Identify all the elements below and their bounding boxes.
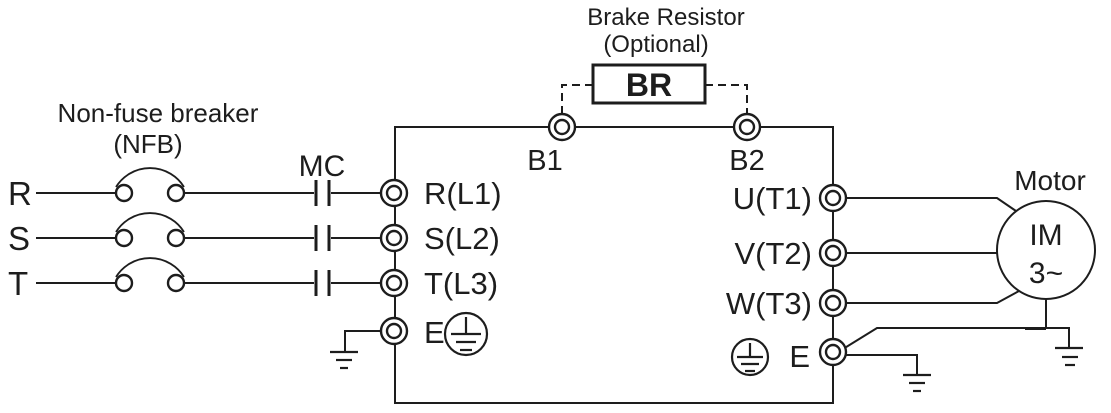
- mc-contact-icon: [314, 180, 331, 206]
- motor-phase-label: 3~: [1029, 257, 1063, 290]
- terminal-inner: [385, 322, 403, 340]
- terminal-label-r-l1: R(L1): [424, 176, 502, 211]
- earth-ground-icon: [903, 373, 931, 393]
- terminal-inner: [738, 118, 756, 136]
- motor-wires: [846, 197, 1020, 304]
- breaker-contact-icon: [114, 167, 186, 203]
- brake-resistor-section: Brake Resistor (Optional) BR: [561, 4, 748, 113]
- output-earth-wiring: [842, 299, 1083, 393]
- breaker-arc: [115, 167, 185, 188]
- terminal-inner: [824, 343, 842, 361]
- breaker-pole: [166, 273, 186, 293]
- terminal-label-s-l2: S(L2): [424, 221, 500, 256]
- mc-contact-icon: [314, 225, 331, 251]
- brake-resistor-subtitle: (Optional): [603, 31, 708, 58]
- wire-u: [846, 197, 1017, 212]
- breaker-contact-icon: [114, 212, 186, 248]
- motor-title: Motor: [1014, 165, 1086, 196]
- brake-resistor-title: Brake Resistor: [587, 4, 744, 31]
- breaker-pole: [114, 273, 134, 293]
- terminal-label-v-t2: V(T2): [735, 236, 813, 271]
- phase-label-t: T: [8, 265, 28, 302]
- phase-line-r: [36, 167, 381, 206]
- terminal-icon: [547, 112, 577, 142]
- input-terminals: [379, 178, 409, 346]
- terminal-icon: [818, 288, 848, 318]
- protective-earth-icon: [730, 337, 770, 377]
- terminal-inner: [385, 229, 403, 247]
- ground-wire-motor: [842, 327, 1070, 350]
- brake-resistor-box-label: BR: [626, 67, 672, 103]
- terminal-inner: [385, 274, 403, 292]
- terminal-icon: [379, 178, 409, 208]
- terminal-label-b2: B2: [729, 145, 764, 177]
- dashed-wire-left: [561, 84, 593, 113]
- ground-wire: [344, 330, 381, 352]
- motor-type-label: IM: [1029, 219, 1062, 252]
- ground-wire-drive: [846, 354, 918, 375]
- protective-earth-icon: [443, 311, 489, 357]
- phase-line-t: [36, 257, 381, 296]
- breaker-pole: [166, 228, 186, 248]
- mc-contact-icon: [314, 270, 331, 296]
- terminal-label-e-input: E: [424, 315, 445, 350]
- breaker-pole: [114, 228, 134, 248]
- terminal-inner: [385, 184, 403, 202]
- dashed-wire-right: [705, 84, 748, 113]
- phase-line-s: [36, 212, 381, 251]
- phase-label-r: R: [8, 175, 32, 212]
- terminal-icon: [818, 238, 848, 268]
- terminal-inner: [553, 118, 571, 136]
- breaker-arc: [115, 212, 185, 233]
- phase-label-s: S: [8, 220, 30, 257]
- earth-ground-icon: [330, 330, 381, 370]
- terminal-label-t-l3: T(L3): [424, 266, 498, 301]
- wire-w: [846, 290, 1020, 304]
- breaker-pole: [114, 183, 134, 203]
- output-terminals: [818, 183, 848, 367]
- terminal-icon: [732, 112, 762, 142]
- terminal-label-w-t3: W(T3): [726, 286, 812, 321]
- terminal-icon: [818, 183, 848, 213]
- nfb-label-line1: Non-fuse breaker: [58, 98, 259, 128]
- earth-ground-icon: [1055, 346, 1083, 367]
- terminal-inner: [824, 244, 842, 262]
- breaker-contact-icon: [114, 257, 186, 293]
- terminal-label-u-t1: U(T1): [733, 181, 812, 216]
- terminal-inner: [824, 294, 842, 312]
- terminal-icon: [379, 316, 409, 346]
- terminal-label-b1: B1: [527, 145, 562, 177]
- breaker-arc: [115, 257, 185, 278]
- breaker-pole: [166, 183, 186, 203]
- terminal-inner: [824, 189, 842, 207]
- motor-symbol: Motor IM 3~: [996, 165, 1096, 300]
- motor-circle: [996, 200, 1096, 300]
- brake-resistor-box: [591, 63, 707, 105]
- mc-label: MC: [299, 150, 346, 183]
- terminal-icon: [818, 337, 848, 367]
- nfb-label-line2: (NFB): [113, 129, 182, 159]
- terminal-label-e-output: E: [789, 339, 810, 374]
- brake-terminals: [547, 112, 762, 142]
- terminal-icon: [379, 223, 409, 253]
- terminal-icon: [379, 268, 409, 298]
